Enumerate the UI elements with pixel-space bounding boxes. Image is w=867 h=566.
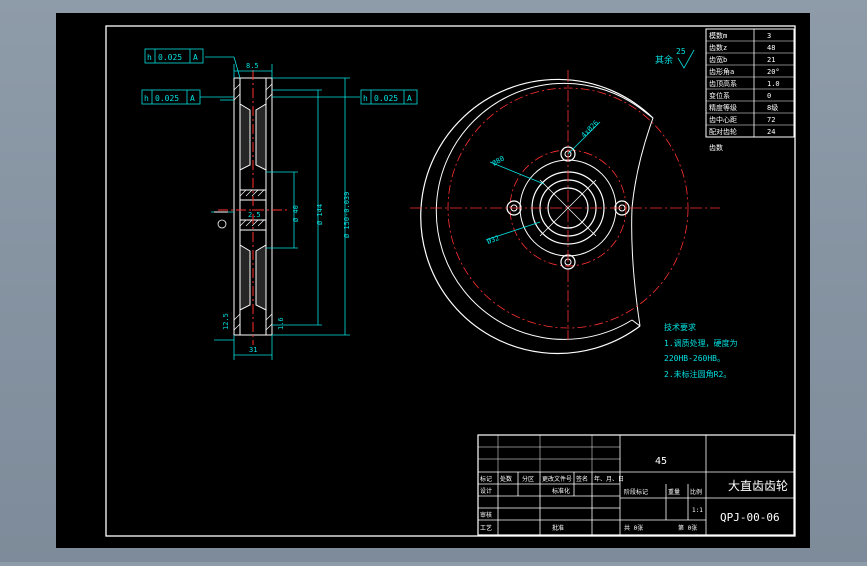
param-label: 齿中心距 — [709, 115, 737, 124]
param-value: 24 — [767, 128, 775, 136]
tech-req-line-2: 220HB-260HB。 — [664, 354, 725, 363]
param-value: 0 — [767, 92, 771, 100]
title-block — [477, 434, 795, 536]
tb-h-marker: 标记 — [480, 475, 492, 483]
tb-h-date: 年、月、日 — [594, 475, 624, 483]
surface-roughness-note: 其余 25 — [655, 47, 695, 69]
param-label: 精度等级 — [709, 103, 737, 112]
plan-leaders — [485, 121, 601, 241]
model-space — [56, 13, 810, 548]
tolerance-frame-top: h 0.025 A — [144, 48, 204, 64]
tech-req-title: 技术要求 — [664, 322, 696, 332]
tb-drawing-no: QPJ-00-06 — [720, 511, 780, 524]
param-value: 21 — [767, 56, 775, 64]
tolerance-frame-left: h 0.025 A — [141, 89, 201, 105]
tolerance-frame-right: h 0.025 A — [360, 89, 418, 105]
tech-req-line-1: 1.调质处理，硬度为 — [664, 338, 738, 348]
tol-left-symbol: h — [144, 94, 149, 103]
param-label: 变位系 — [709, 91, 730, 100]
param-value: 48 — [767, 44, 775, 52]
tb-h-count: 处数 — [500, 475, 512, 483]
param-label: 模数m — [709, 31, 727, 40]
roughness-left: 12.5 — [222, 313, 230, 330]
surface-note-label: 其余 — [655, 54, 673, 66]
roughness-right: 1.6 — [277, 317, 285, 330]
gear-plan-view — [410, 70, 720, 355]
tb-material: 45 — [655, 456, 667, 467]
bore — [547, 187, 589, 229]
dim-root-dia: Ø 144 — [316, 204, 324, 225]
tol-right-datum: A — [407, 94, 412, 103]
tol-left-value: 0.025 — [155, 94, 179, 103]
tb-scale: 1:1 — [692, 507, 703, 514]
gear-section-view — [218, 70, 290, 345]
tb-stage-mark: 阶段标记 — [624, 488, 648, 496]
section-dimensions — [200, 56, 360, 360]
datum-a-marker — [214, 211, 228, 229]
param-value: 72 — [767, 116, 775, 124]
tb-h-doc: 更改文件号 — [542, 475, 572, 483]
param-label: 齿形角a — [709, 67, 734, 76]
param-label: 配对齿轮 — [709, 127, 737, 136]
pitch-circle — [447, 87, 689, 329]
param-table-footer: 齿数 — [709, 143, 723, 152]
tb-review: 审核 — [480, 511, 492, 519]
tol-right-value: 0.025 — [374, 94, 398, 103]
param-value: 1.0 — [767, 80, 780, 88]
tb-part-name: 大直齿齿轮 — [728, 479, 788, 493]
tol-top-datum: A — [193, 53, 198, 62]
param-label: 齿顶高系 — [709, 79, 737, 88]
tol-right-symbol: h — [363, 94, 368, 103]
dim-pitch: Ø32 — [486, 234, 501, 246]
dim-mid-small: 2.5 — [248, 211, 261, 219]
tb-h-zone: 分区 — [522, 475, 534, 483]
tb-sheets: 共 0张 — [624, 524, 643, 532]
dim-top-width: 8.5 — [246, 62, 259, 70]
param-value: 3 — [767, 32, 771, 40]
tol-left-datum: A — [190, 94, 195, 103]
tb-sheet-no: 第 0张 — [678, 524, 697, 532]
param-value: 8级 — [767, 103, 778, 112]
surface-note-value: 25 — [676, 47, 686, 56]
tol-top-symbol: h — [147, 53, 152, 62]
dim-hub-dia: Ø 40 — [292, 205, 300, 222]
param-label: 齿宽b — [709, 55, 727, 64]
tech-req-line-3: 2.未标注圆角R2。 — [664, 369, 731, 379]
technical-requirements: 技术要求 1.调质处理，硬度为 220HB-260HB。 2.未标注圆角R2。 — [664, 322, 738, 379]
tb-process: 工艺 — [480, 524, 492, 532]
tb-approve: 批准 — [552, 524, 564, 532]
tb-design: 设计 — [480, 487, 492, 495]
param-label: 齿数z — [709, 43, 727, 52]
tb-scale-label: 比例 — [690, 488, 702, 496]
param-value: 20° — [767, 68, 780, 76]
dim-bottom-width: 31 — [249, 346, 257, 354]
tol-top-value: 0.025 — [158, 53, 182, 62]
tb-weight: 重量 — [668, 488, 680, 496]
tb-h-sign: 签名 — [576, 475, 588, 483]
dim-tip-dia: Ø 150-0.039 — [343, 192, 351, 238]
drawing-frame — [105, 25, 796, 537]
gear-parameter-table: 模数m 3 齿数z 48 齿宽b 21 齿形角a 20° 齿顶高系 1.0 变位系 0 精度等级 8级齿中… — [705, 28, 795, 152]
tb-standard: 标准化 — [552, 487, 570, 495]
